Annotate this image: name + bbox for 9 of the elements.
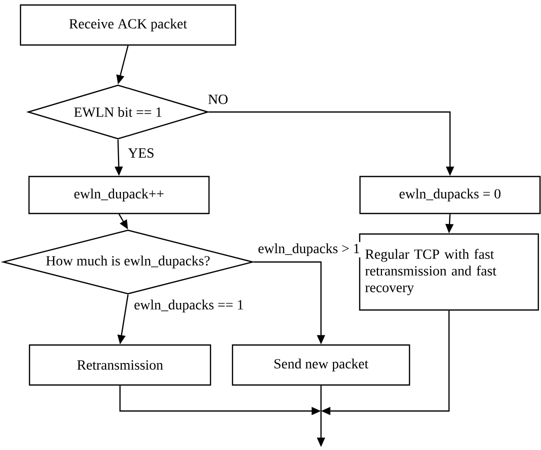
process-box: Regular TCP with fast retransmission and fast recovery	[359, 233, 539, 311]
edge-label: ewln_dupacks > 1	[256, 242, 362, 258]
process-box: ewln_dupack++	[28, 176, 210, 214]
edge-label: YES	[126, 146, 156, 160]
process-box: Receive ACK packet	[20, 4, 236, 46]
process-box: ewln_dupacks = 0	[359, 176, 541, 214]
process-box: Send new packet	[232, 344, 410, 386]
edge-label: ewln_dupacks == 1	[132, 298, 246, 314]
process-box: Retransmission	[28, 344, 212, 386]
